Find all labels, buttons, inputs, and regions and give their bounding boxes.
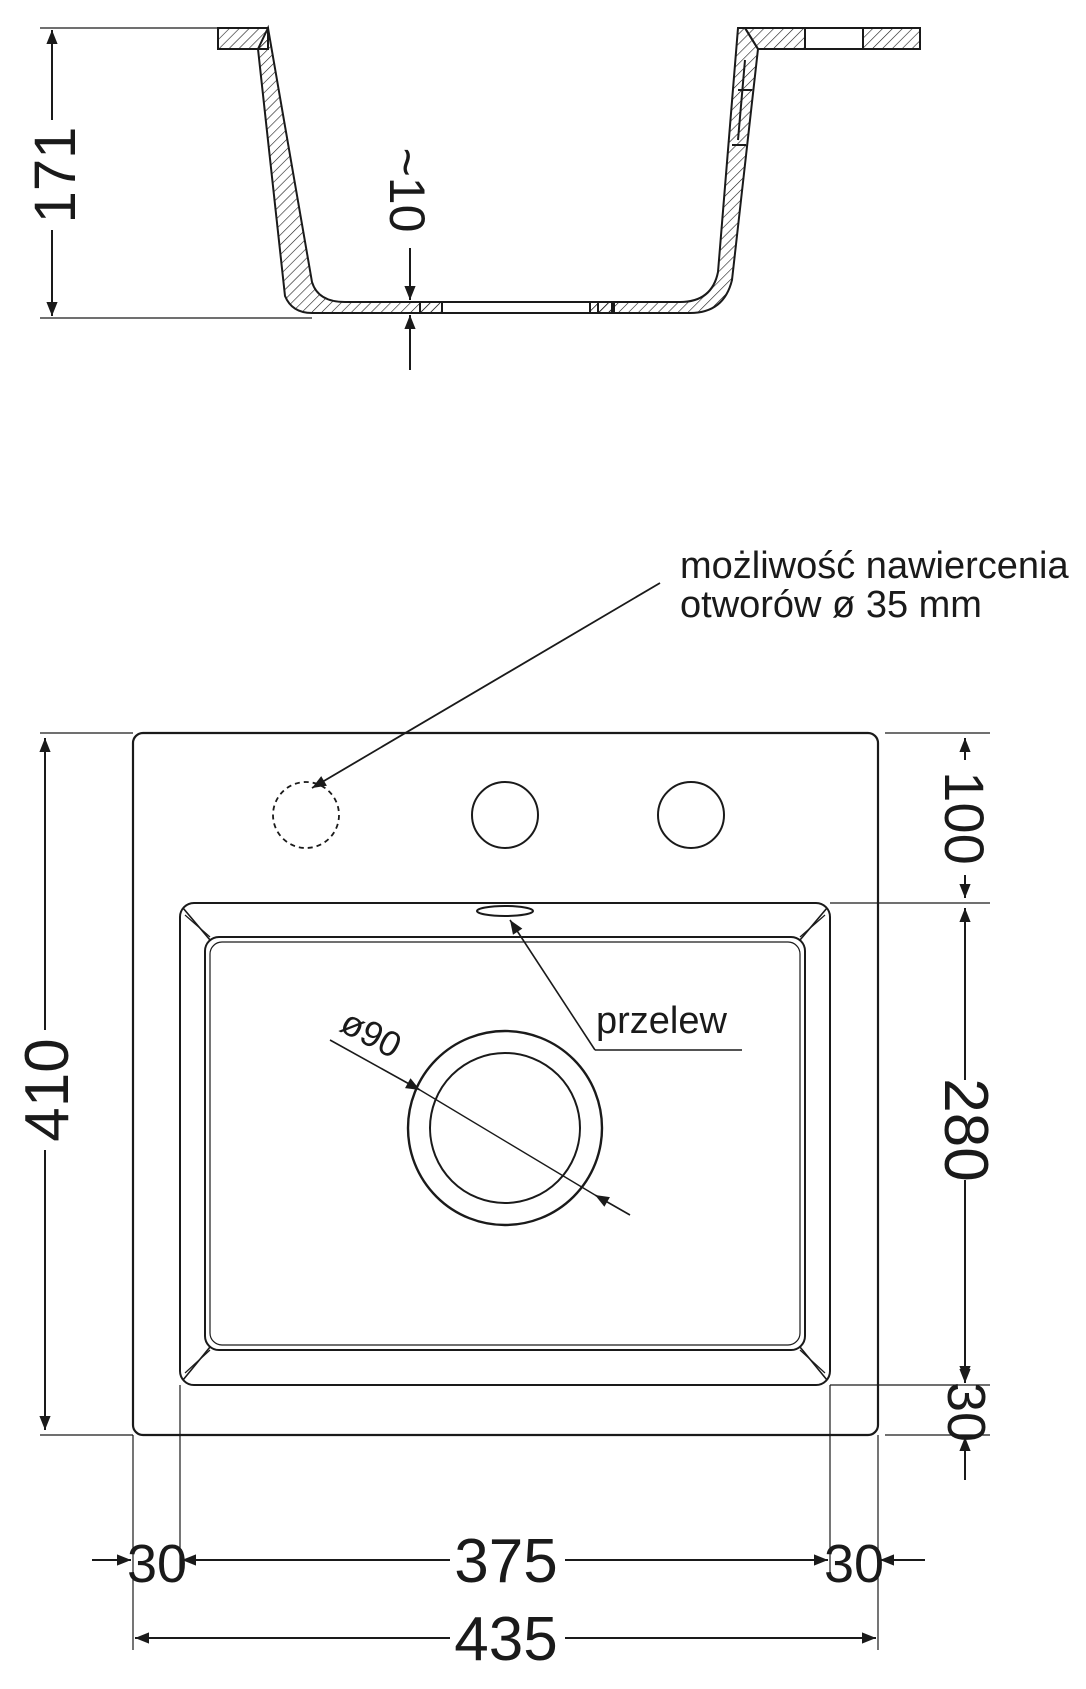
total-width-label: 435 (454, 1605, 557, 1674)
drain-inner (429, 1052, 581, 1204)
bowl-floor (209, 941, 801, 1346)
drain-outer (406, 1029, 604, 1227)
drill-note-line2: otworów ø 35 mm (680, 584, 982, 626)
section-flange-gap (804, 27, 864, 50)
section-left-wall (256, 24, 615, 314)
front-margin-label: 30 (936, 1382, 996, 1442)
left-margin-label: 30 (127, 1534, 187, 1594)
top-view (20, 582, 995, 1668)
overflow-label: przelew (596, 1000, 727, 1042)
total-height-label: 410 (13, 1038, 82, 1141)
drilling-leader (311, 582, 661, 789)
section-drain-gap (440, 302, 590, 313)
section-right-wall (597, 27, 760, 314)
overflow-slot (476, 905, 534, 917)
right-margin-label: 30 (824, 1534, 884, 1594)
drill-note-line1: możliwość nawiercenia (680, 545, 1069, 587)
depth-label: 171 (23, 127, 88, 224)
tap-hole-3 (657, 781, 725, 849)
bottom-thickness-label: ~10 (379, 148, 435, 233)
drain-diameter-leader (329, 1039, 421, 1091)
bowl-inner (204, 936, 806, 1351)
tap-offset-label: 100 (933, 771, 996, 864)
optional-tap-hole (272, 781, 340, 849)
section-view (30, 24, 921, 370)
tap-hole-2 (471, 781, 539, 849)
sink-outline (131, 731, 880, 1437)
bowl-depth-label: 280 (931, 1078, 1000, 1181)
drain-diameter-label: ø90 (334, 1001, 408, 1066)
bowl-width-label: 375 (454, 1527, 557, 1596)
bowl-outer (179, 902, 831, 1386)
